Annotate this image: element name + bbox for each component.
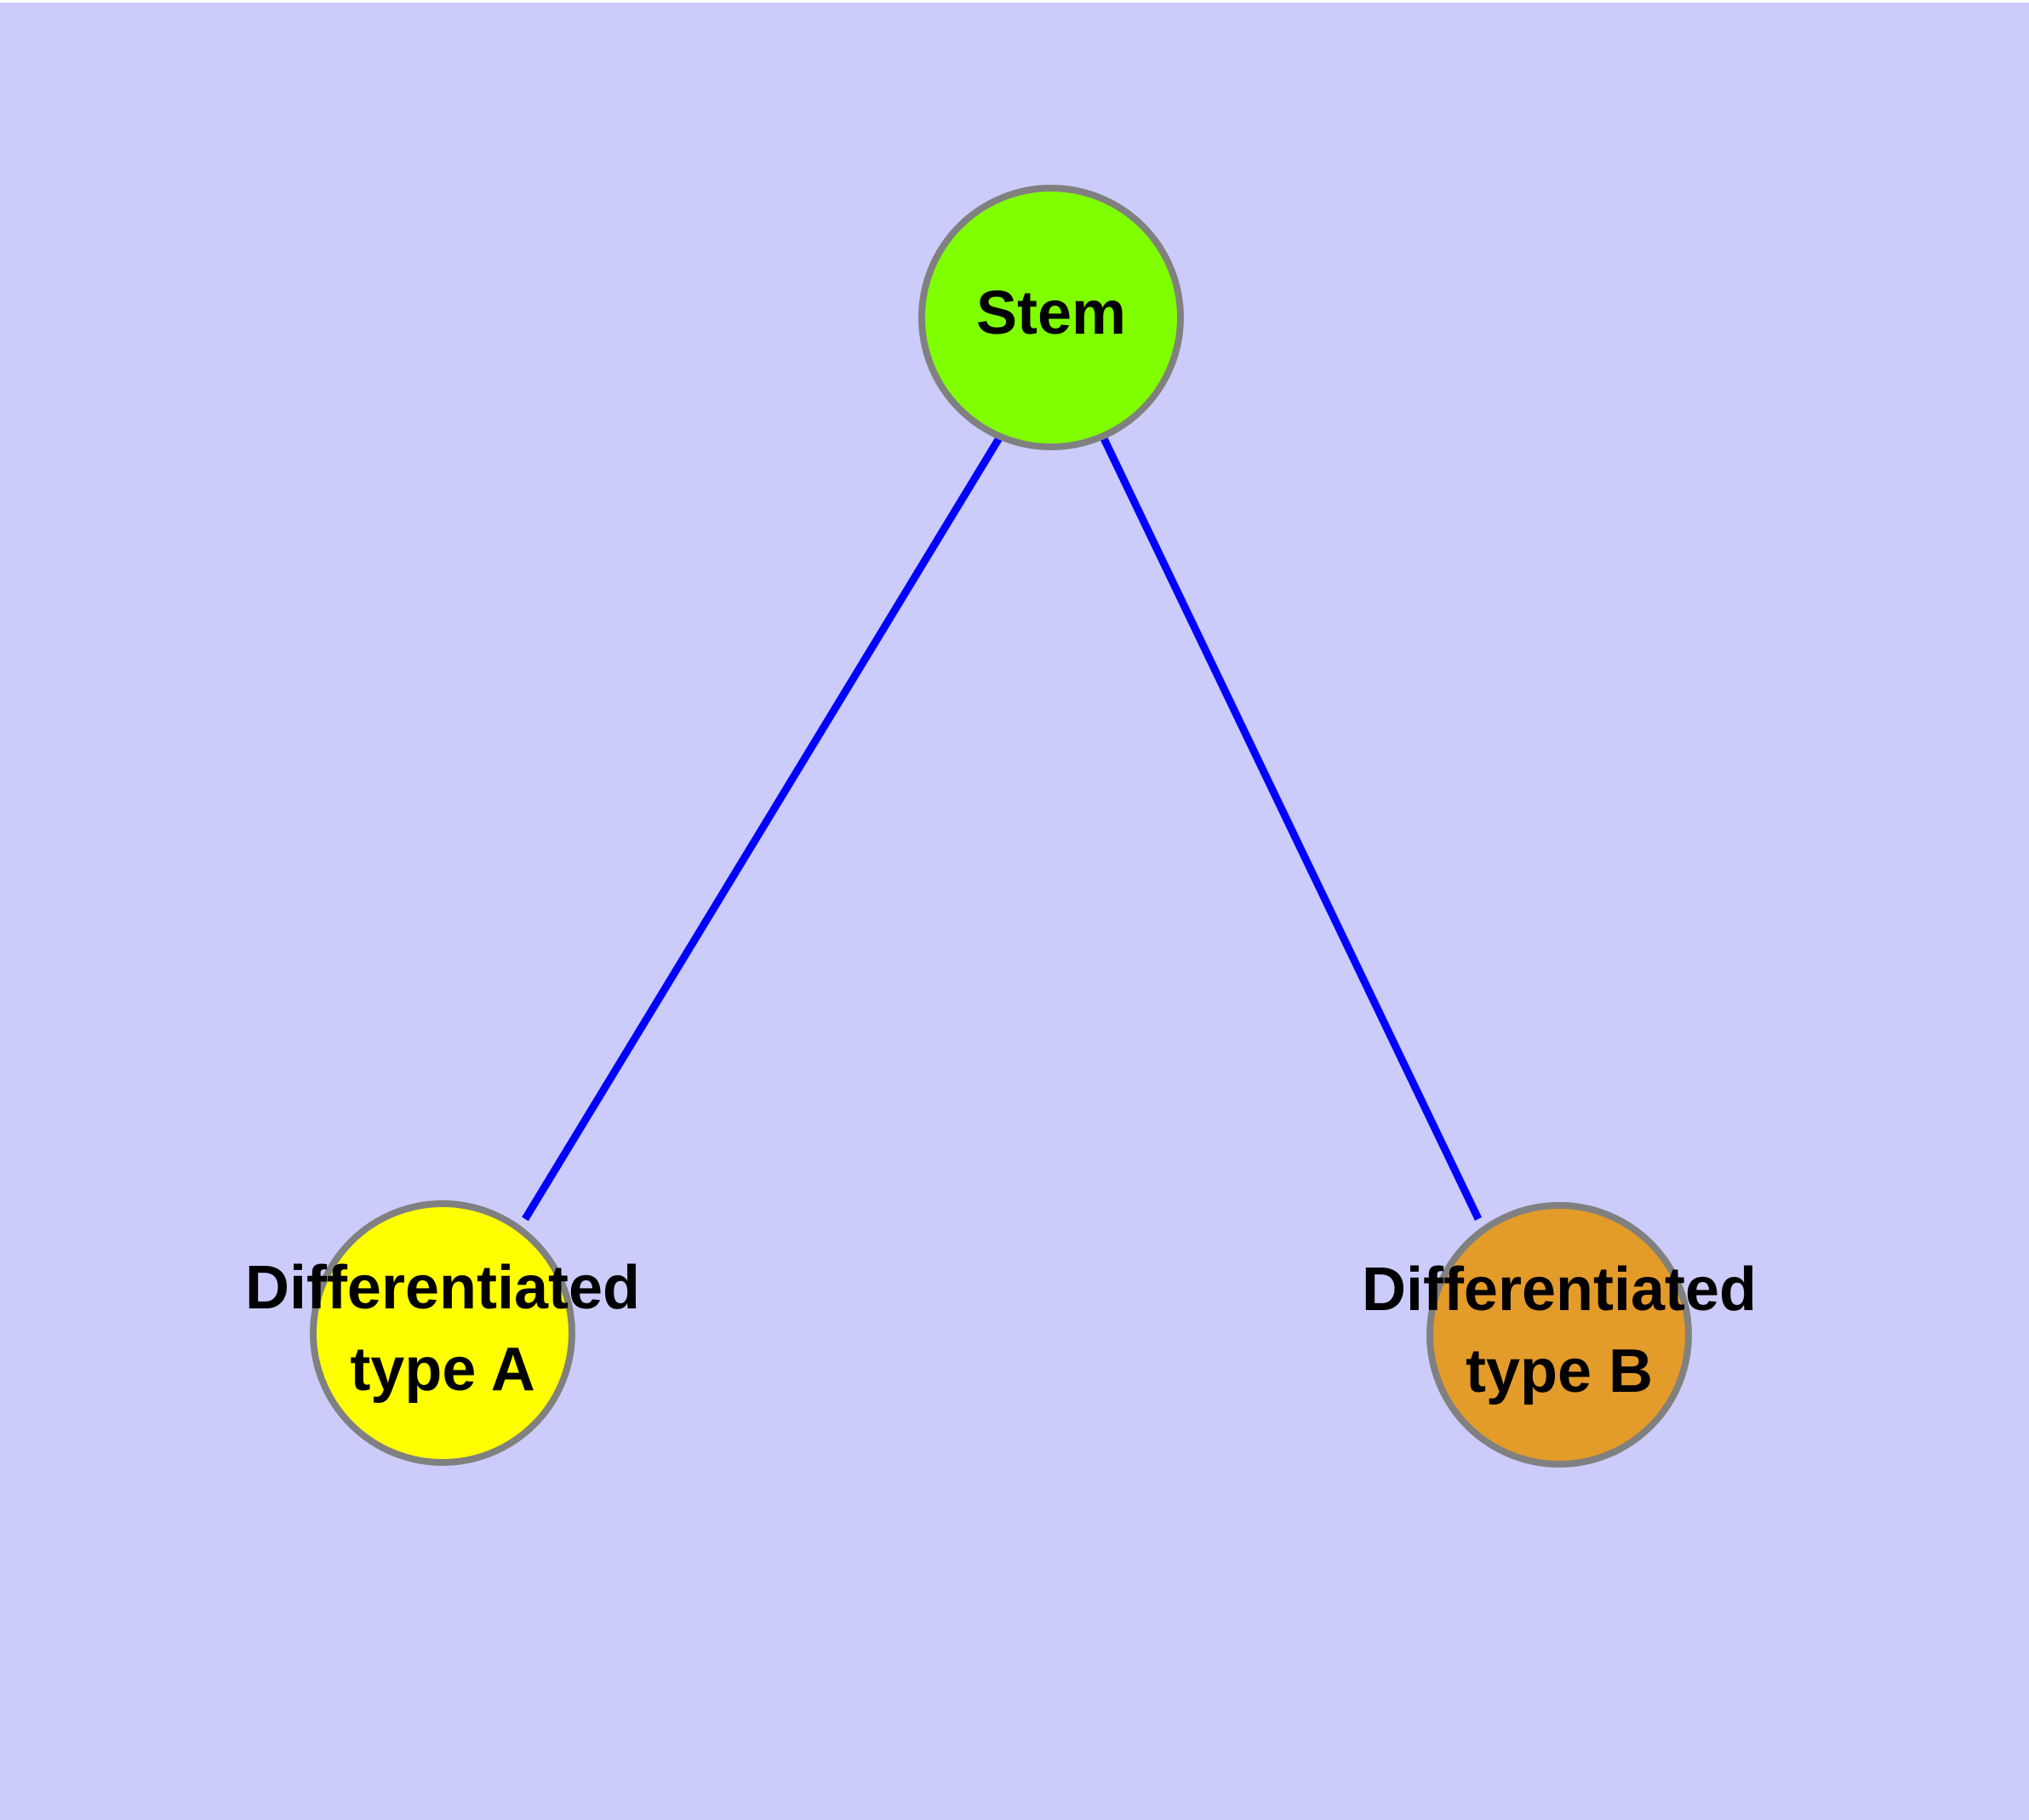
node-label-line: Stem [976,279,1126,347]
graph-node-diff_b[interactable] [1426,1202,1692,1468]
node-label-line: type B [1466,1337,1653,1405]
node-circle-stem[interactable] [918,185,1184,450]
node-circle-diff_a[interactable] [310,1200,575,1466]
graph-edge-stem-to-diff_b [1099,435,1483,1221]
node-label-line: type A [350,1336,534,1404]
node-label-diff_b: Differentiated type B [1362,1256,1757,1405]
node-label-line: Differentiated [245,1254,640,1322]
node-circle-diff_b[interactable] [1426,1202,1692,1468]
graph-node-diff_a[interactable] [310,1200,575,1466]
graph-node-stem[interactable] [918,185,1184,450]
node-label-line: Differentiated [1362,1256,1757,1324]
graph-edge-stem-to-diff_a [522,434,1003,1222]
edge-layer [522,434,1483,1222]
node-label-diff_a: Differentiated type A [245,1254,640,1404]
node-label-stem: Stem [976,279,1126,347]
